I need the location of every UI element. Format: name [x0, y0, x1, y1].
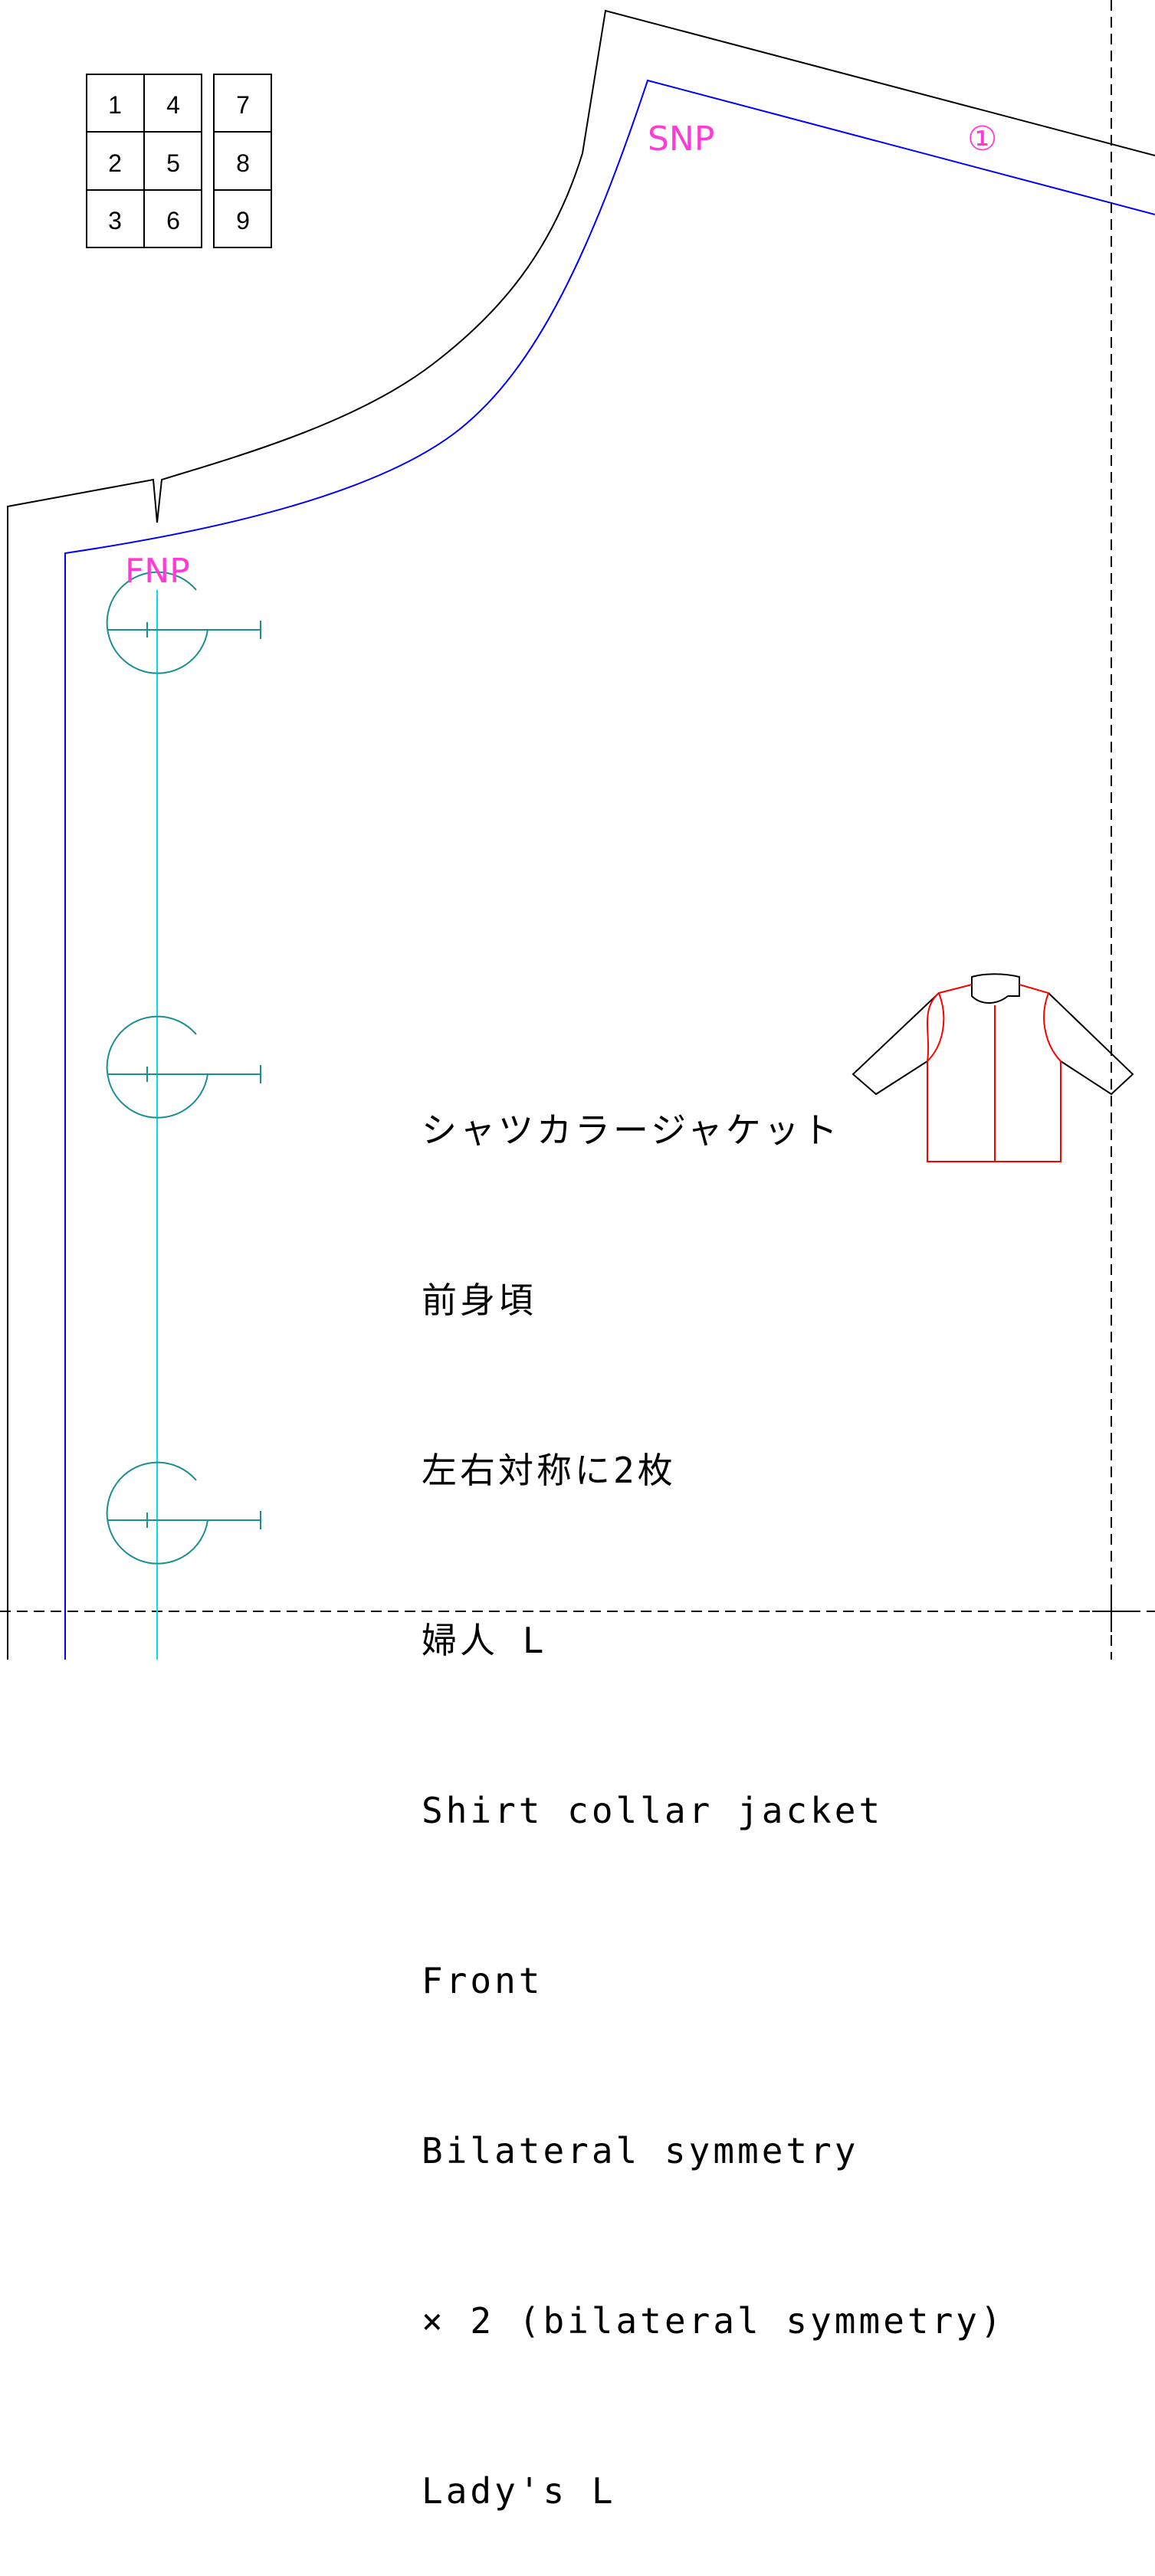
jp-cut-instruction: 左右対称に2枚 [422, 1450, 676, 1491]
page-index-grid [86, 74, 272, 248]
page-number: 9 [236, 207, 250, 234]
page-number: 6 [166, 207, 180, 234]
cut-line [7, 9, 1155, 1660]
piece-number: ① [967, 120, 997, 159]
pattern-notes: シャツカラージャケット 前身頃 左右対称に2枚 婦人 L Shirt colla… [422, 988, 1005, 2576]
page-number: 5 [166, 149, 180, 177]
en-part: Front [422, 1960, 543, 2001]
pattern-sheet: 1 4 2 5 3 6 7 8 9 SNP FNP ① [0, 0, 1155, 1660]
jacket-sketch [851, 973, 1134, 1162]
jp-part: 前身頃 [422, 1280, 536, 1321]
page-number: 4 [166, 91, 180, 119]
page-number: 7 [236, 91, 250, 119]
page-number: 2 [108, 149, 122, 177]
seam-line [64, 79, 1155, 1660]
en-title: Shirt collar jacket [422, 1790, 884, 1831]
en-cut-instruction: Bilateral symmetry [422, 2130, 859, 2171]
button-mark [106, 1461, 261, 1565]
page-number: 3 [108, 207, 122, 234]
button-mark [106, 571, 261, 674]
jp-title: シャツカラージャケット [422, 1109, 841, 1151]
jp-size: 婦人 L [422, 1620, 547, 1661]
en-size: Lady's L [422, 2470, 616, 2512]
fnp-label: FNP [125, 552, 190, 591]
page-index-numbers: 1 4 2 5 3 6 7 8 9 [108, 91, 250, 234]
en-cut-quantity: × 2 (bilateral symmetry) [422, 2300, 1005, 2342]
page-number: 8 [236, 149, 250, 177]
button-mark [106, 1015, 261, 1119]
page-number: 1 [108, 91, 122, 119]
snp-label: SNP [648, 120, 714, 159]
